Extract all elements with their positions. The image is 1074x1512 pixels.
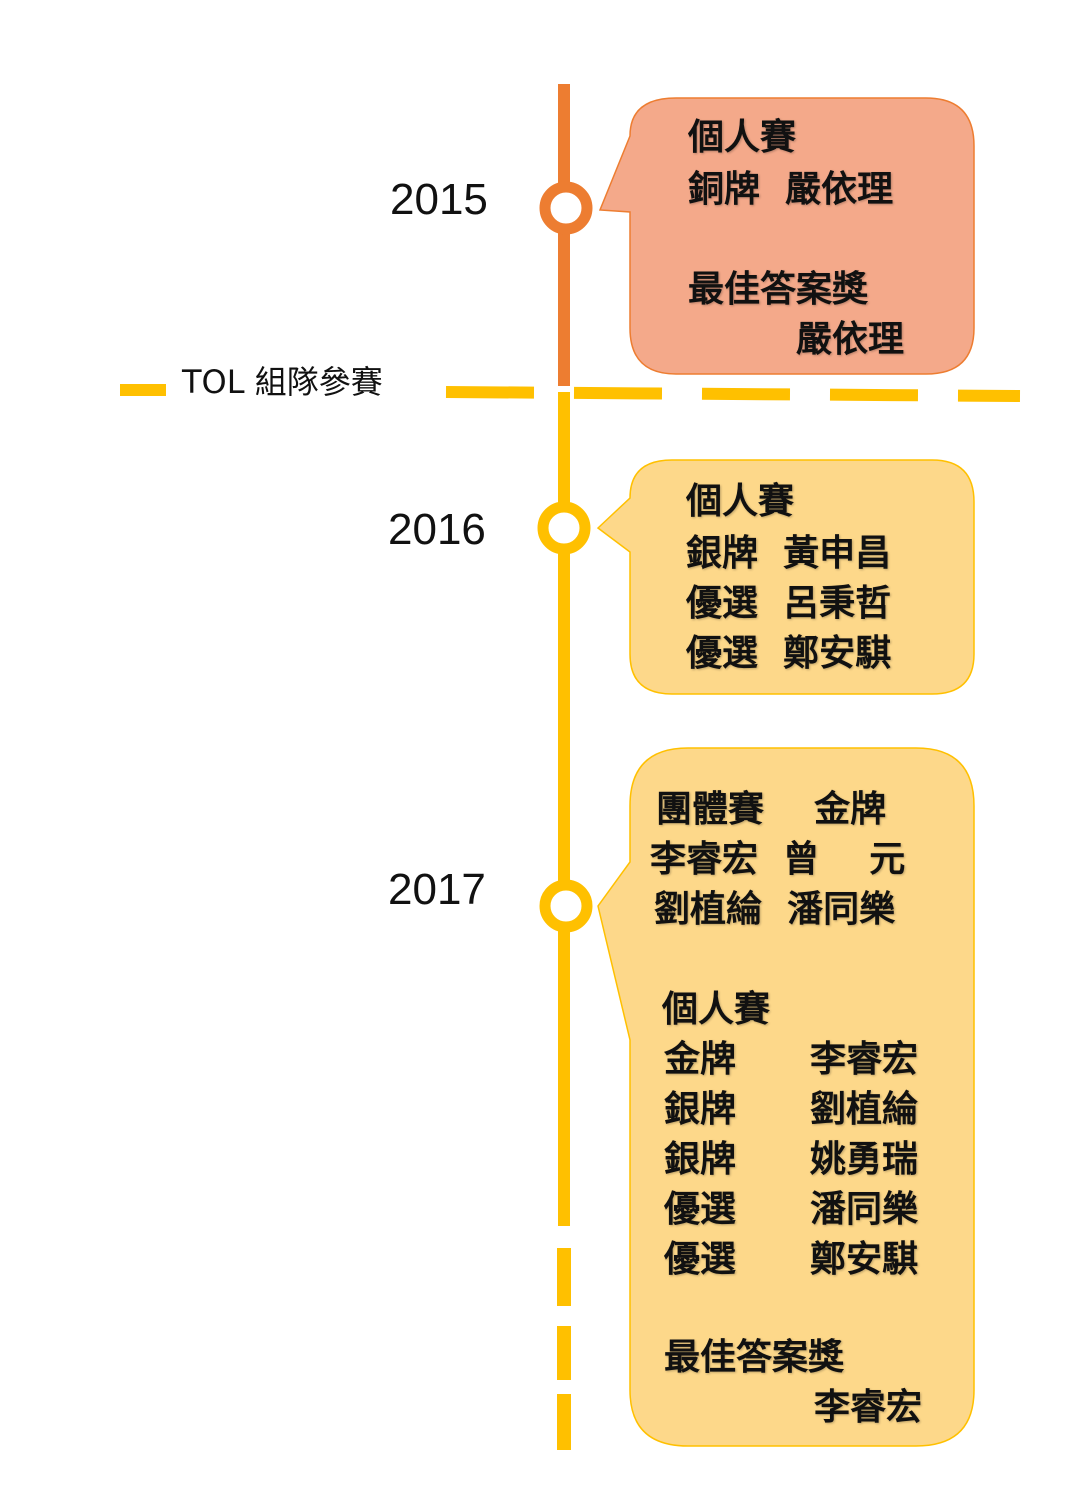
box2017-award: 金牌 <box>664 1039 737 1080</box>
box2015-line4: 嚴依理 <box>796 319 905 360</box>
node-2017 <box>539 879 593 933</box>
node-2015 <box>539 181 593 235</box>
callout-2016 <box>596 459 975 695</box>
divider-dash-right <box>445 386 1021 402</box>
box2017-award: 優選 <box>664 1189 737 1230</box>
box2017-name: 劉植綸 <box>810 1089 919 1130</box>
box2017-best-label: 最佳答案獎 <box>664 1337 845 1378</box>
box2017-indiv-header: 個人賽 <box>662 989 771 1030</box>
box2015-line3: 最佳答案獎 <box>688 269 869 310</box>
box2017-best-name: 李睿宏 <box>814 1387 923 1428</box>
callout-2015 <box>598 97 975 375</box>
box2016-line3: 優選 呂秉哲 <box>686 583 892 624</box>
box2016-line2: 銀牌 黃申昌 <box>686 533 892 574</box>
box2017-award: 銀牌 <box>664 1089 737 1130</box>
year-2015-label: 2015 <box>390 175 488 224</box>
box2016-line4: 優選 鄭安騏 <box>686 633 892 674</box>
box2017-name: 姚勇瑞 <box>810 1139 919 1180</box>
box2017-team-row2: 劉植綸 潘同樂 <box>654 889 896 930</box>
box2017-name: 潘同樂 <box>810 1189 919 1230</box>
box2017-team-row1: 李睿宏 曾 元 <box>650 839 906 880</box>
year-2016-label: 2016 <box>388 505 486 554</box>
box2017-name: 鄭安騏 <box>810 1239 919 1280</box>
node-2016 <box>537 501 591 555</box>
box2015-line2: 銅牌 嚴依理 <box>688 169 894 210</box>
box2017-team-header: 團體賽 金牌 <box>656 789 887 830</box>
box2017-award: 銀牌 <box>664 1139 737 1180</box>
callout-2017 <box>597 747 975 1447</box>
divider-label: TOL 組隊參賽 <box>180 363 385 401</box>
year-2017-label: 2017 <box>388 865 486 914</box>
box2017-award: 優選 <box>664 1239 737 1280</box>
box2015-line1: 個人賽 <box>688 117 797 158</box>
box2017-name: 李睿宏 <box>810 1039 919 1080</box>
box2016-line1: 個人賽 <box>686 481 795 522</box>
